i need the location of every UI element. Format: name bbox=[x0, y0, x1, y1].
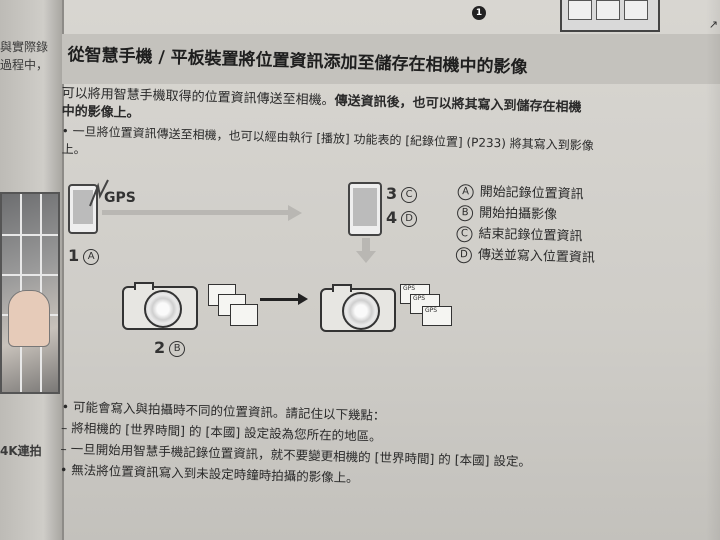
down-arrow-head bbox=[356, 251, 376, 263]
gps-tag: GPS bbox=[425, 307, 438, 314]
step-2-number: 2 bbox=[154, 338, 166, 357]
page-corner-mark: ↗ bbox=[709, 18, 718, 31]
down-arrow bbox=[362, 238, 370, 252]
flow-arrow bbox=[102, 210, 290, 215]
intro-text-bold: 傳送資訊後，也可以將其寫入到儲存在相機 bbox=[334, 93, 582, 116]
top-screen-thumbnail bbox=[560, 0, 660, 32]
step-1-marker: A bbox=[83, 248, 100, 265]
step-1-number: 1 bbox=[68, 246, 80, 265]
photo-card-icon bbox=[230, 304, 258, 326]
camera-icon bbox=[320, 284, 396, 332]
transfer-arrow-head bbox=[298, 293, 308, 305]
intro-text-bold-continued: 中的影像上。 bbox=[61, 103, 140, 122]
previous-page-text: 與實際錄 bbox=[0, 40, 49, 54]
step-number-icon: 1 bbox=[472, 6, 486, 20]
legend-text: 結束記錄位置資訊 bbox=[478, 226, 583, 245]
legend-text: 開始記錄位置資訊 bbox=[479, 184, 584, 203]
manual-page: 從智慧手機 / 平板裝置將位置資訊添加至儲存在相機中的影像 可以將用智慧手機取得… bbox=[60, 34, 720, 540]
flow-arrow-head bbox=[288, 205, 302, 221]
gps-label: GPS bbox=[104, 190, 136, 206]
gps-tagged-photo-icon: GPS bbox=[422, 306, 452, 326]
previous-page-text: 過程中， bbox=[0, 58, 49, 72]
smartphone-icon bbox=[348, 182, 382, 236]
page-shadow bbox=[706, 0, 720, 540]
previous-page-text: 4K連拍 bbox=[0, 444, 42, 458]
legend-marker: D bbox=[455, 246, 473, 263]
previous-page-edge: 與實際錄 過程中， 4K連拍 bbox=[0, 0, 64, 540]
transfer-arrow bbox=[260, 298, 300, 301]
legend-text: 開始拍攝影像 bbox=[478, 205, 558, 223]
step-4-marker: D bbox=[401, 210, 418, 227]
legend-marker: B bbox=[456, 204, 474, 221]
step-2-marker: B bbox=[169, 340, 186, 357]
smartphone-icon bbox=[68, 184, 98, 234]
bullet-note-continued: 上。 bbox=[61, 141, 86, 157]
hand-illustration bbox=[8, 290, 50, 347]
signal-bolt-icon bbox=[89, 179, 109, 207]
legend-marker: C bbox=[456, 225, 473, 242]
legend-marker: A bbox=[457, 183, 474, 200]
title-band bbox=[62, 34, 720, 84]
step-4-number: 4 bbox=[386, 208, 398, 227]
gps-tag: GPS bbox=[413, 295, 426, 302]
notes-section: • 可能會寫入與拍攝時不同的位置資訊。請記住以下幾點： – 將相機的 [世界時間… bbox=[60, 396, 533, 493]
step-3-number: 3 bbox=[386, 184, 398, 203]
gps-tag: GPS bbox=[403, 285, 416, 292]
camera-icon bbox=[122, 282, 198, 330]
step-3-marker: C bbox=[401, 186, 418, 203]
legend-text: 傳送並寫入位置資訊 bbox=[477, 247, 596, 266]
bullet-note: • 一旦將位置資訊傳送至相機，也可以經由執行 [播放] 功能表的 [紀錄位置] … bbox=[61, 123, 594, 153]
